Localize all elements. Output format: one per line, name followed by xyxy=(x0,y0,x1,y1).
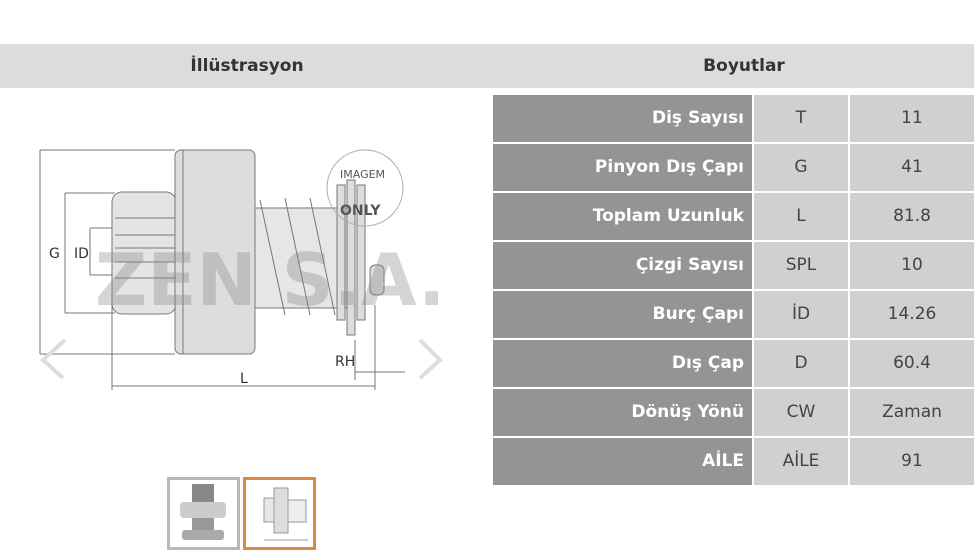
spec-code: CW xyxy=(752,389,848,436)
thumbnail-photo[interactable] xyxy=(167,477,240,550)
thumbnail-drawing[interactable] xyxy=(243,477,316,550)
section-header: İllüstrasyon Boyutlar xyxy=(0,44,974,88)
chevron-left-icon[interactable] xyxy=(40,338,67,380)
spec-code: AİLE xyxy=(752,438,848,485)
spec-value: Zaman xyxy=(848,389,974,436)
spec-value: 14.26 xyxy=(848,291,974,338)
spec-value: 41 xyxy=(848,144,974,191)
spec-value: 81.8 xyxy=(848,193,974,240)
spec-label: Çizgi Sayısı xyxy=(493,242,752,289)
pinion-photo-icon xyxy=(180,484,226,540)
stamp-bottom: ONLY xyxy=(340,203,381,219)
stamp-top: IMAGEM xyxy=(340,168,385,181)
spec-value: 11 xyxy=(848,95,974,142)
spec-code: L xyxy=(752,193,848,240)
spec-label: Pinyon Dış Çapı xyxy=(493,144,752,191)
label-id: ID xyxy=(74,246,89,262)
label-rh: RH xyxy=(335,354,355,370)
dimensions-title: Boyutlar xyxy=(703,56,785,76)
chevron-right-icon[interactable] xyxy=(418,338,443,380)
spec-code: İD xyxy=(752,291,848,338)
technical-drawing: D G ID L RH ZEN S.A. IMAGEM ONLY xyxy=(39,149,445,390)
spec-label: Burç Çapı xyxy=(493,291,752,338)
spec-code: G xyxy=(752,144,848,191)
spec-value: 10 xyxy=(848,242,974,289)
spec-value: 91 xyxy=(848,438,974,485)
spec-code: T xyxy=(752,95,848,142)
drawing-thumbnail-icon xyxy=(263,487,308,541)
spec-value: 60.4 xyxy=(848,340,974,387)
spec-code: SPL xyxy=(752,242,848,289)
spec-label: AİLE xyxy=(493,438,752,485)
spec-label: Toplam Uzunluk xyxy=(493,193,752,240)
spec-label: Dış Çap xyxy=(493,340,752,387)
spec-code: D xyxy=(752,340,848,387)
spec-label: Dönüş Yönü xyxy=(493,389,752,436)
label-g: G xyxy=(49,246,60,262)
watermark: ZEN S.A. xyxy=(95,238,445,322)
spec-label: Diş Sayısı xyxy=(493,95,752,142)
label-l: L xyxy=(240,371,248,387)
illustration-title: İllüstrasyon xyxy=(190,56,304,76)
